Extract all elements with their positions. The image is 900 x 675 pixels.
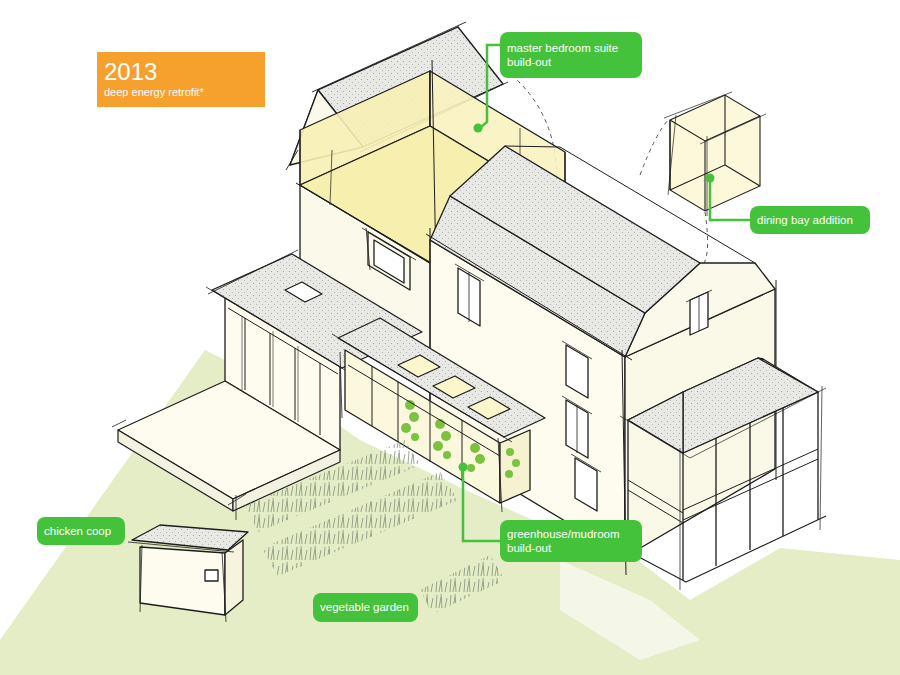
porch bbox=[620, 358, 826, 590]
label-text: vegetable garden bbox=[320, 600, 411, 614]
callout-label: chicken coop bbox=[37, 517, 125, 545]
title-badge: 2013deep energy retrofit* bbox=[97, 52, 265, 107]
label-text: dining bay addition bbox=[757, 213, 863, 227]
callout-label: dining bay addition bbox=[750, 206, 870, 234]
hinge-dash bbox=[700, 212, 708, 268]
leader-dots bbox=[459, 124, 715, 472]
label-text: chicken coop bbox=[44, 524, 118, 538]
callout-label: vegetable garden bbox=[313, 593, 418, 622]
chicken-coop-drawing bbox=[128, 525, 248, 622]
dining-bay bbox=[664, 92, 766, 216]
garden-rows bbox=[245, 440, 505, 614]
callout-label: greenhouse/mudroom build-out bbox=[500, 520, 642, 562]
leader-lines bbox=[463, 45, 750, 541]
label-text: greenhouse/mudroom build-out bbox=[507, 527, 635, 556]
main-house bbox=[426, 146, 776, 575]
label-text: master bedroom suite build-out bbox=[507, 41, 635, 70]
label-text: deep energy retrofit* bbox=[104, 86, 258, 100]
callout-label: master bedroom suite build-out bbox=[500, 32, 642, 78]
hinge-dash bbox=[640, 120, 668, 175]
year-text: 2013 bbox=[104, 59, 258, 85]
